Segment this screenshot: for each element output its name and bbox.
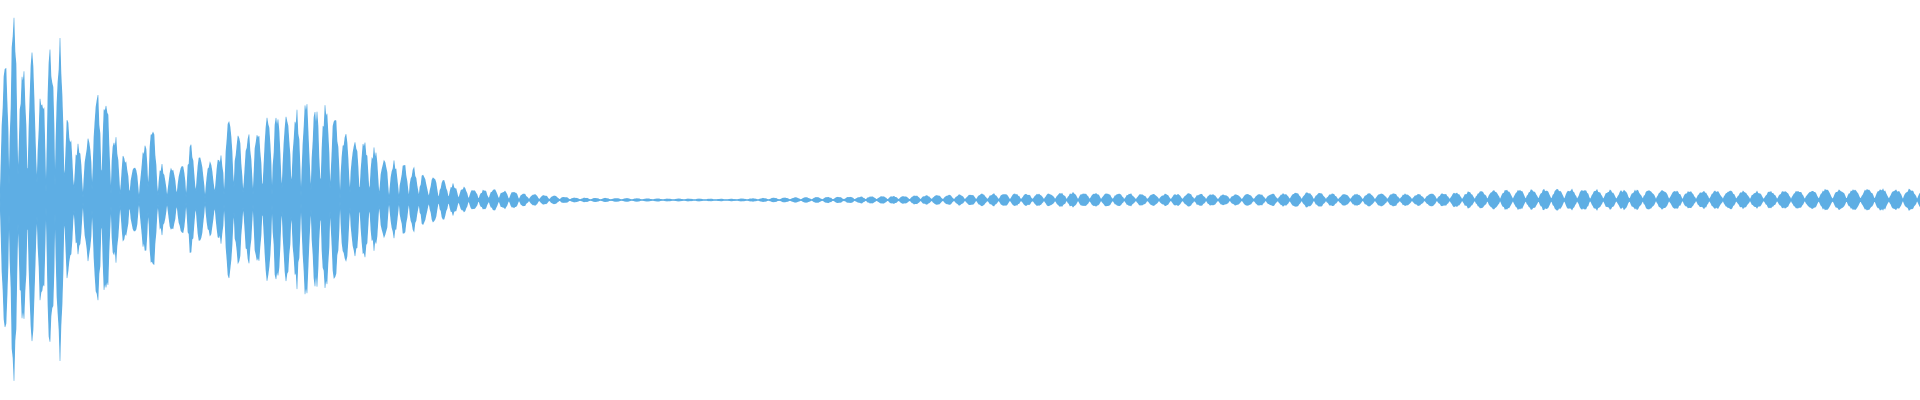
waveform-shape [0, 17, 1920, 381]
